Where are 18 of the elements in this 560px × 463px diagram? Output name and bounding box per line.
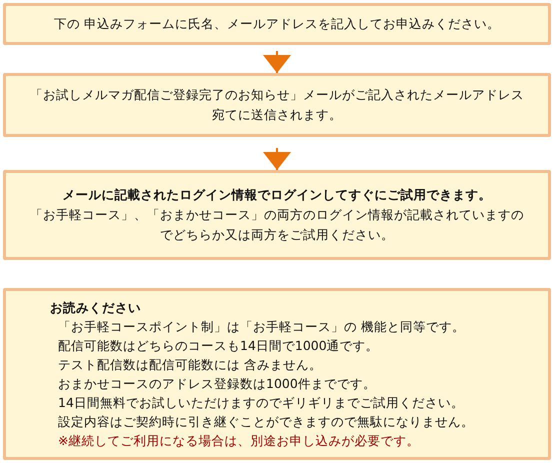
step-box bbox=[3, 3, 551, 45]
note-text: 配信可能数はどちらのコースも14日間で1000通です。 bbox=[57, 337, 379, 355]
note-text: 14日間無料でお試しいただけますのでギリギリまでご試用ください。 bbox=[57, 394, 464, 412]
note-box bbox=[3, 288, 551, 460]
step-heading: メールに記載されたログイン情報でログインしてすぐにご試用できます。 bbox=[62, 186, 492, 204]
note-text: 「お手軽コースポイント制」は「お手軽コース」の 機能と同等です。 bbox=[57, 318, 465, 336]
arrow bbox=[263, 148, 291, 170]
step-box bbox=[3, 170, 551, 260]
arrow bbox=[263, 51, 291, 73]
note-text: 設定内容はご契約時に引き継ぐことができますので無駄になりません。 bbox=[57, 413, 474, 431]
step-text: 「お試しメルマガ配信ご登録完了のお知らせ」メールがご記入されたメールアドレス宛てに送信されます。 bbox=[30, 86, 524, 124]
note-text: おまかせコースのアドレス登録数は1000件までです。 bbox=[57, 375, 376, 393]
warning-note: ※継続してご利用になる場合は、別途お申し込みが必要です。 bbox=[57, 432, 420, 450]
step-text: 下の 申込みフォームに氏名、メールアドレスを記入してお申込みください。 bbox=[54, 15, 500, 33]
note-heading: お読みください bbox=[50, 299, 141, 317]
note-text: テスト配信数は配信可能数には 含みません。 bbox=[57, 356, 322, 374]
step-text: 「お手軽コース」、「おまかせコース」の両方のログイン情報が記載されていますのでどちらか又は両方をご試用ください。 bbox=[30, 206, 524, 244]
step-box bbox=[3, 73, 551, 137]
